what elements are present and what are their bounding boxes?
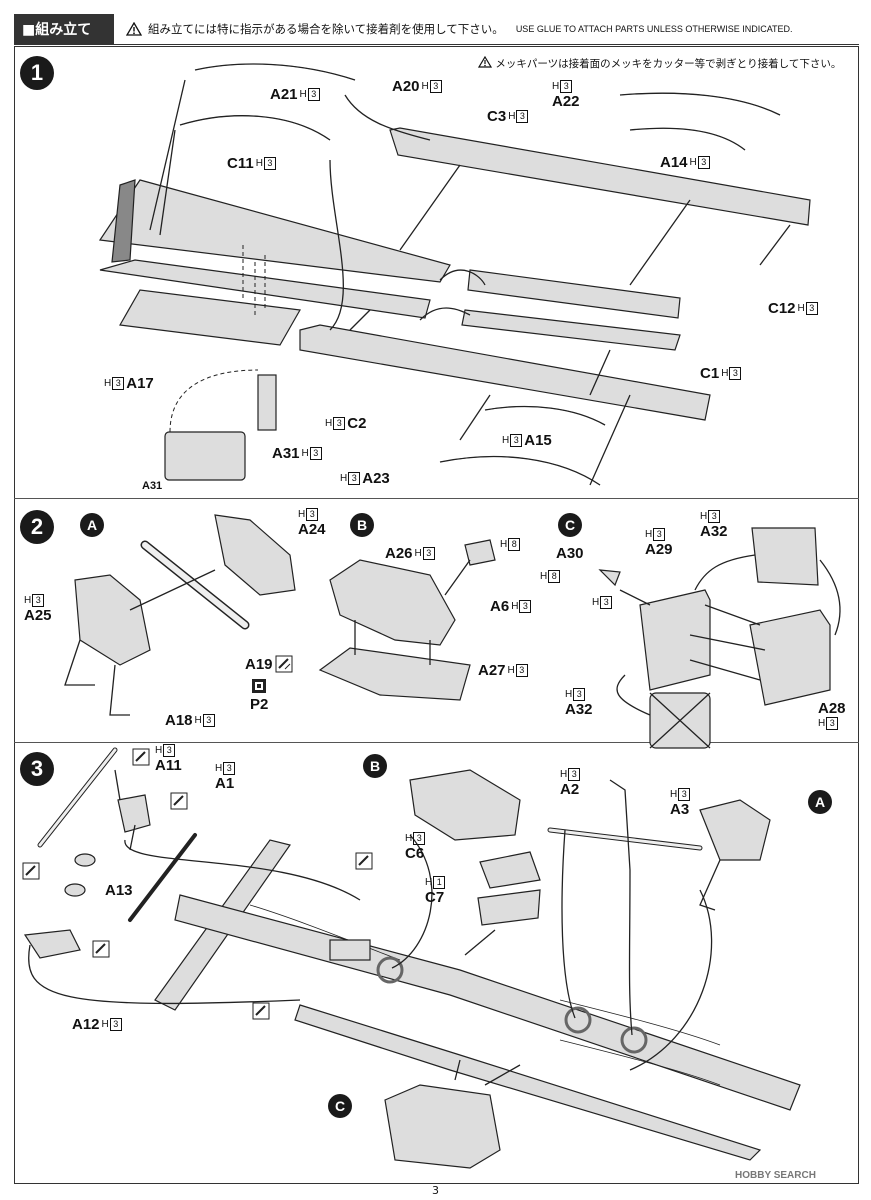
watermark: HOBBY SEARCH bbox=[735, 1170, 816, 1181]
frame-c2 bbox=[299, 324, 711, 421]
divider-2 bbox=[14, 742, 859, 743]
glue-note-en: USE GLUE TO ATTACH PARTS UNLESS OTHERWIS… bbox=[515, 24, 793, 34]
label-a30: A30 bbox=[556, 545, 584, 562]
instruction-frame bbox=[14, 46, 859, 1184]
label-a19: A19 bbox=[245, 655, 293, 673]
warning-icon bbox=[477, 55, 493, 68]
page-header: ■組み立て 組み立てには特に指示がある場合を除いて接着剤を使用して下さい。 US… bbox=[14, 14, 859, 45]
sub-c-badge-step3: C bbox=[328, 1094, 352, 1118]
sub-c-badge: C bbox=[558, 513, 582, 537]
divider-1 bbox=[14, 498, 859, 499]
chrome-note: メッキパーツは接着面のメッキをカッター等で剥ぎとり接着して下さい。 bbox=[477, 55, 842, 71]
frame-c1-lower bbox=[461, 309, 681, 351]
cement-icon bbox=[170, 792, 188, 810]
pin-icon bbox=[252, 679, 267, 693]
cement-icon bbox=[22, 862, 40, 880]
page-number: 3 bbox=[432, 1184, 439, 1197]
glue-note: 組み立てには特に指示がある場合を除いて接着剤を使用して下さい。 USE GLUE… bbox=[126, 14, 793, 44]
cement-icon bbox=[132, 748, 150, 766]
step-1-badge: 1 bbox=[20, 56, 54, 90]
step-3-badge: 3 bbox=[20, 752, 54, 786]
cement-icon bbox=[355, 852, 373, 870]
sub-b-badge-step3: B bbox=[363, 754, 387, 778]
frame-rail-lower bbox=[99, 259, 431, 319]
sub-a-badge-step3: A bbox=[808, 790, 832, 814]
cement-icon bbox=[92, 940, 110, 958]
warning-icon bbox=[126, 22, 142, 36]
glue-note-jp: 組み立てには特に指示がある場合を除いて接着剤を使用して下さい。 bbox=[148, 22, 504, 36]
frame-c1-upper bbox=[467, 269, 681, 319]
label-a31-detail: A31 bbox=[142, 480, 163, 492]
step-2-badge: 2 bbox=[20, 510, 54, 544]
cement-icon bbox=[252, 1002, 270, 1020]
cement-icon bbox=[275, 655, 293, 673]
label-p2: P2 bbox=[250, 678, 268, 713]
label-a13: A13 bbox=[105, 882, 133, 899]
chrome-note-text: メッキパーツは接着面のメッキをカッター等で剥ぎとり接着して下さい。 bbox=[495, 58, 842, 70]
sub-a-badge: A bbox=[80, 513, 104, 537]
sub-b-badge: B bbox=[350, 513, 374, 537]
section-title: ■組み立て bbox=[14, 14, 114, 44]
